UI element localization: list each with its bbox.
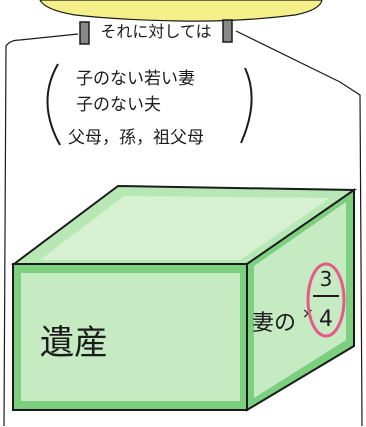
box-right-inner: [254, 202, 346, 398]
box-top-highlight: [40, 196, 330, 260]
fraction-circle: [306, 262, 346, 338]
heir-item: 子のない夫: [76, 95, 161, 115]
heir-item: 父母，孫，祖父母: [68, 128, 204, 148]
box-front-label: 遺産: [40, 323, 108, 363]
heir-item: 子のない若い妻: [76, 69, 195, 89]
box-side-label: 妻の: [252, 311, 296, 336]
frame-right-line: [235, 30, 363, 427]
fraction-denominator: 4: [319, 307, 333, 332]
heirs-left-paren: [46, 63, 61, 146]
box-front-inner: [21, 273, 240, 401]
banner-brackets: [79, 19, 233, 45]
heirs-right-paren: [240, 67, 253, 144]
frame-left-line: [3, 33, 79, 427]
yellow-banner-shape: [39, 0, 323, 22]
banner-text: それに対しては: [100, 22, 211, 41]
estate-box: [11, 184, 358, 412]
fraction-numerator: 3: [320, 267, 333, 291]
